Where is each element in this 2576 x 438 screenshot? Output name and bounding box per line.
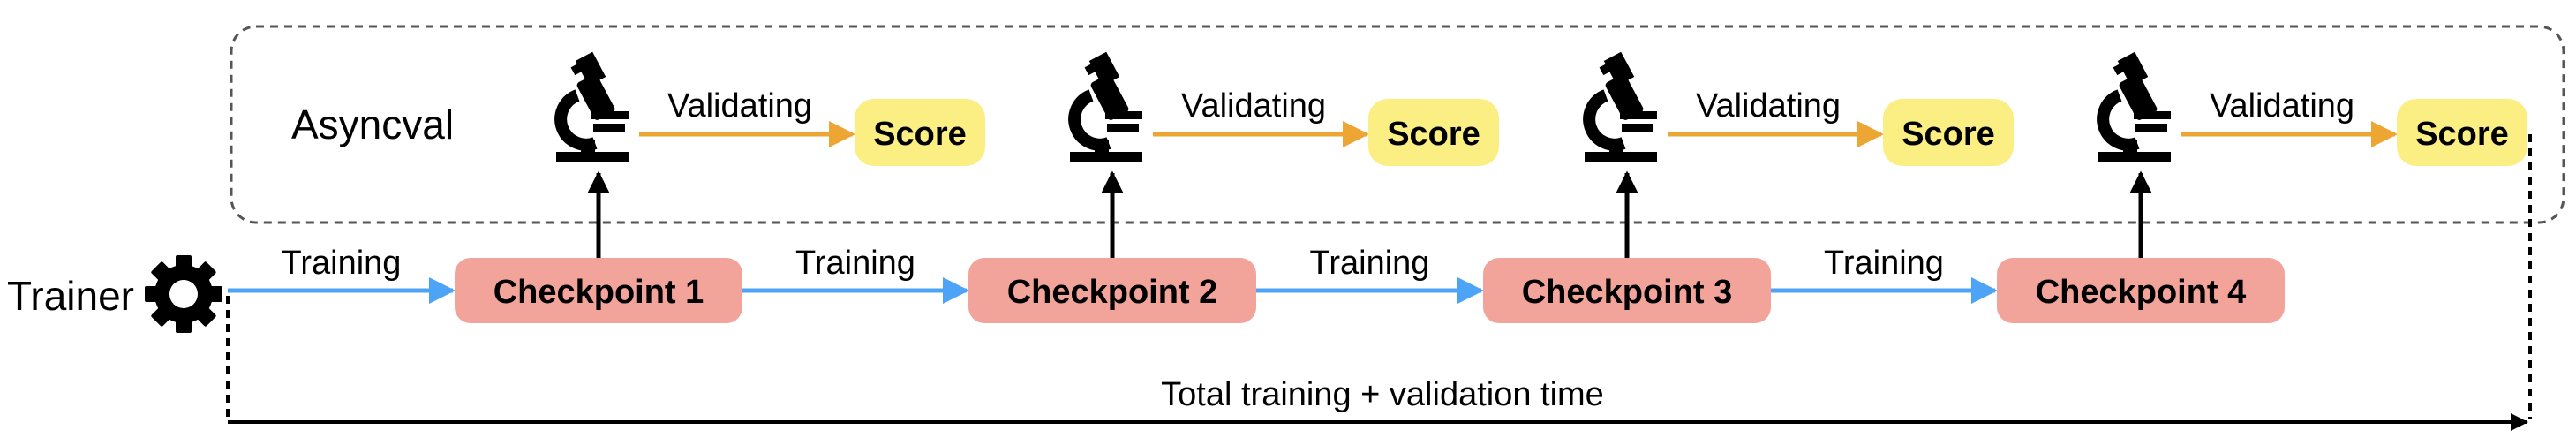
microscope-icon bbox=[1070, 52, 1142, 162]
score-4-label: Score bbox=[2415, 116, 2509, 153]
trainer-label: Trainer bbox=[7, 273, 134, 319]
training-label-2: Training bbox=[795, 245, 915, 282]
checkpoint-1-box bbox=[455, 258, 742, 323]
validating-label-2: Validating bbox=[1181, 87, 1326, 125]
score-3-box bbox=[1883, 99, 2014, 166]
training-label-4: Training bbox=[1824, 245, 1944, 282]
training-label-3: Training bbox=[1310, 245, 1430, 282]
score-2-box bbox=[1368, 99, 1499, 166]
gear-icon bbox=[145, 255, 222, 333]
score-1-box bbox=[855, 99, 985, 166]
checkpoint-4-box bbox=[1997, 258, 2285, 323]
asyncval-label: Asyncval bbox=[291, 102, 454, 147]
score-3-label: Score bbox=[1902, 116, 1995, 153]
microscope-icon bbox=[2098, 52, 2171, 162]
score-1-label: Score bbox=[873, 116, 967, 153]
validating-label-3: Validating bbox=[1696, 87, 1841, 125]
validating-label-1: Validating bbox=[667, 87, 812, 125]
checkpoint-2-box bbox=[968, 258, 1256, 323]
checkpoint-3-box bbox=[1483, 258, 1771, 323]
validating-label-4: Validating bbox=[2210, 87, 2354, 125]
checkpoint-1-label: Checkpoint 1 bbox=[493, 274, 704, 311]
microscope-icon bbox=[556, 52, 629, 162]
training-label-1: Training bbox=[282, 245, 402, 282]
asyncval-group-border bbox=[230, 25, 2565, 224]
score-4-box bbox=[2397, 99, 2527, 166]
checkpoint-4-label: Checkpoint 4 bbox=[2036, 274, 2247, 311]
checkpoint-2-label: Checkpoint 2 bbox=[1007, 274, 1218, 311]
checkpoint-3-label: Checkpoint 3 bbox=[1522, 274, 1733, 311]
timeline-label: Total training + validation time bbox=[1161, 376, 1604, 413]
microscope-icon bbox=[1585, 52, 1657, 162]
score-2-label: Score bbox=[1387, 116, 1480, 153]
